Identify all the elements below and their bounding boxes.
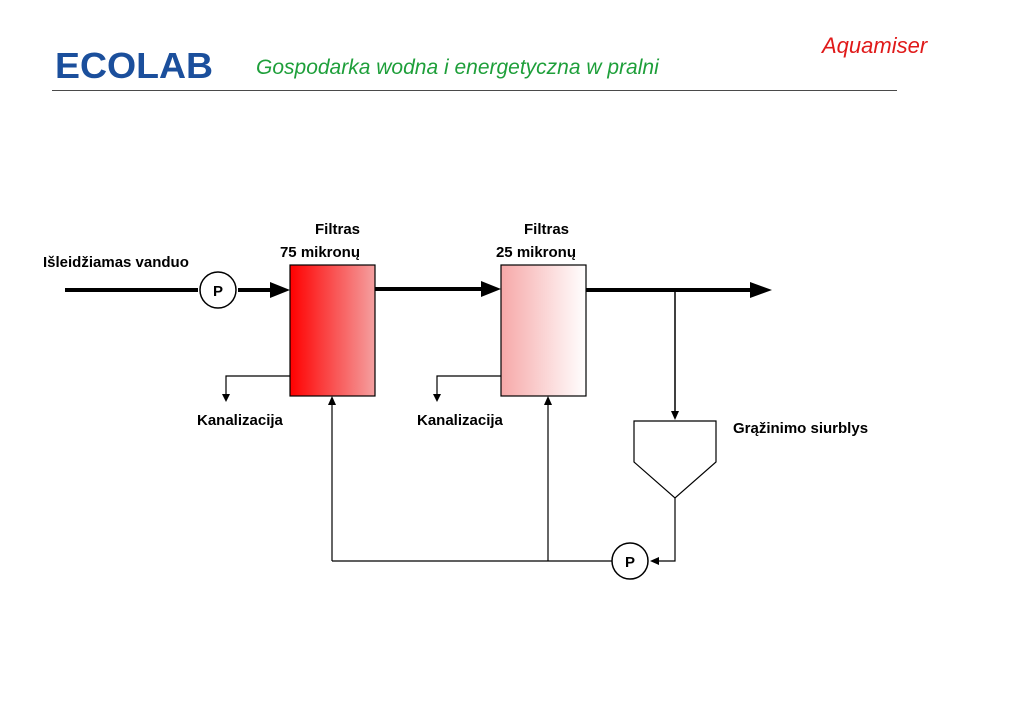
drain-1-label: Kanalizacija [197,412,284,429]
filter-75-box [289,264,376,397]
return-line [331,405,676,562]
return-tank [633,420,717,499]
product-name: Aquamiser [822,33,928,58]
ecolab-logo: ECOLAB [55,48,213,82]
pump-label: P [213,283,223,300]
page-title: Gospodarka wodna i energetyczna w pralni [256,56,659,79]
header-divider [52,90,897,91]
inlet-pump: P [199,271,237,309]
return-pump-symbol: P [625,554,635,571]
drain-2 [436,375,501,396]
filter-1-spec: 75 mikronų [280,244,360,261]
filter-2-spec: 25 mikronų [496,244,576,261]
inlet-label: Išleidžiamas vanduo [43,254,189,271]
main-flow-line [65,281,772,298]
filter-2-title: Filtras [524,221,569,238]
filter-1-title: Filtras [315,221,360,238]
drain-2-label: Kanalizacija [417,412,504,429]
return-pump-label: Grąžinimo siurblys [733,420,868,437]
logo-text: ECOLAB [55,48,213,82]
drain-1 [225,375,290,396]
filter-25-box [500,264,587,397]
return-pump: P [611,542,649,580]
